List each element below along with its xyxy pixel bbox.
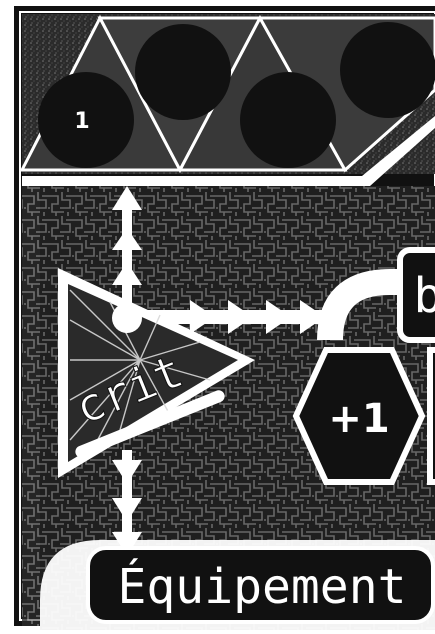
slot-3-circle [240, 72, 336, 168]
slot-band: 1 [22, 14, 435, 174]
card-title: Équipement [118, 558, 407, 615]
slot-number: 1 [74, 109, 89, 134]
edge-label: b [414, 268, 435, 324]
title-plaque: Équipement [88, 548, 433, 622]
slot-2-circle [135, 24, 231, 120]
edge-label-box: b [400, 250, 435, 340]
bonus-hexagon: +1 [296, 350, 422, 482]
bonus-value: +1 [328, 396, 389, 442]
slot-4-circle [340, 22, 435, 118]
